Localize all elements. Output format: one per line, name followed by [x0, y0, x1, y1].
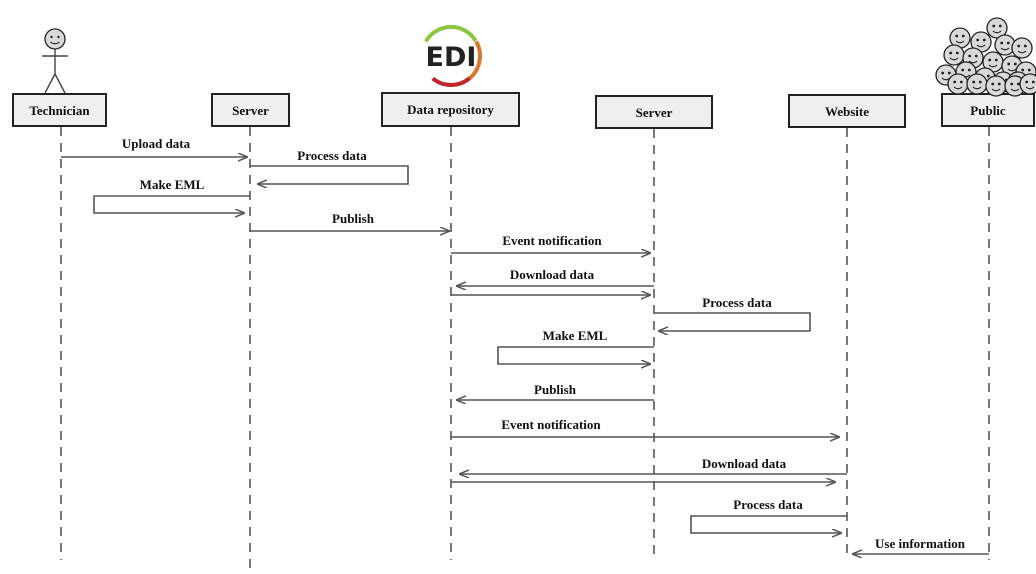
message-process-data-1: Process data: [250, 148, 409, 184]
message-make-eml-1: Make EML: [93, 177, 250, 213]
smiley-face-icon: [1011, 37, 1033, 59]
message-publish-2: Publish: [457, 382, 654, 400]
participant-label: Server: [636, 105, 673, 120]
participant-data-repository: Data repository: [381, 92, 520, 127]
participant-public: Public: [941, 93, 1035, 127]
participant-website: Website: [788, 94, 906, 128]
message-label: Event notification: [501, 417, 601, 432]
message-event-notification-2: Event notification: [451, 417, 839, 437]
smiley-face-icon: [1019, 73, 1036, 95]
message-label: Make EML: [140, 177, 205, 192]
participant-server-2: Server: [595, 95, 713, 129]
message-label: Publish: [534, 382, 577, 397]
message-label: Process data: [733, 497, 803, 512]
message-label: Download data: [702, 456, 787, 471]
message-event-notification-1: Event notification: [451, 233, 650, 253]
message-make-eml-2: Make EML: [497, 328, 654, 364]
message-upload-data: Upload data: [61, 136, 247, 157]
participant-server-1: Server: [211, 93, 290, 127]
message-process-data-2: Process data: [654, 295, 811, 331]
smiley-face-icon: [943, 44, 965, 66]
message-publish-1: Publish: [250, 211, 449, 231]
smiley-face-icon: [947, 73, 969, 95]
message-label: Download data: [510, 267, 595, 282]
technician-stick-figure-icon: [42, 28, 68, 94]
message-label: Use information: [875, 536, 966, 551]
smiley-face-icon: [966, 73, 988, 95]
participant-label: Public: [970, 103, 1006, 118]
message-label: Process data: [297, 148, 367, 163]
message-label: Event notification: [502, 233, 602, 248]
message-label: Make EML: [543, 328, 608, 343]
message-label: Process data: [702, 295, 772, 310]
participant-technician: Technician: [12, 93, 107, 127]
participant-label: Website: [825, 104, 869, 119]
message-download-data-2: Download data: [451, 456, 847, 482]
message-process-data-3: Process data: [690, 497, 847, 533]
public-crowd-icon: [935, 17, 1036, 97]
edi-logo: EDI: [419, 25, 482, 87]
message-label: Upload data: [122, 136, 191, 151]
smiley-face-icon: [985, 75, 1007, 97]
participant-label: Server: [232, 103, 269, 118]
logo-text: EDI: [426, 42, 477, 73]
message-use-information: Use information: [853, 536, 989, 554]
message-download-data-1: Download data: [451, 267, 654, 295]
participant-label: Data repository: [407, 102, 494, 117]
message-label: Publish: [332, 211, 375, 226]
participant-label: Technician: [29, 103, 90, 118]
